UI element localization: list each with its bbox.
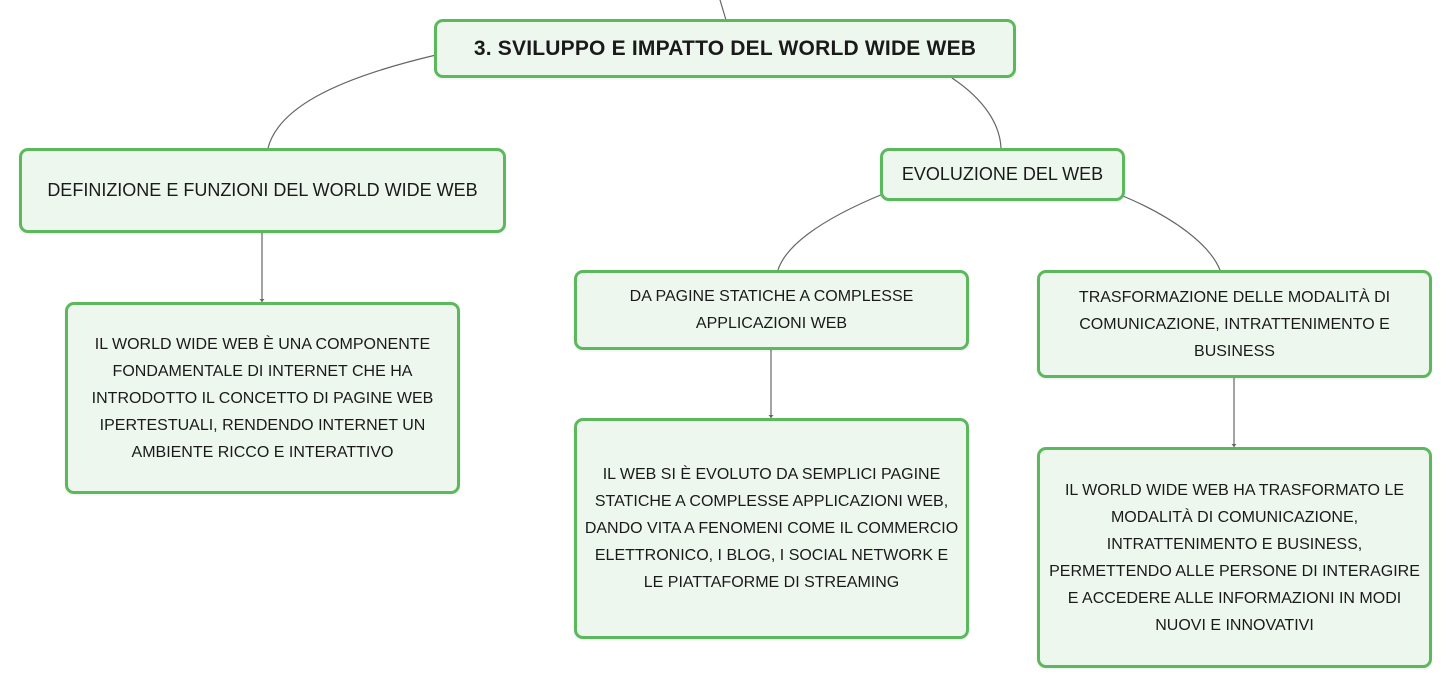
topic-trasformazione-detail[interactable]: IL WORLD WIDE WEB HA TRASFORMATO LE MODA…: [1037, 447, 1432, 668]
root-topic-label: 3. SVILUPPO E IMPATTO DEL WORLD WIDE WEB: [473, 36, 977, 60]
topic-trasformazione[interactable]: TRASFORMAZIONE DELLE MODALITÀ DI COMUNIC…: [1037, 270, 1432, 378]
connector-evoluzione-to-pagine: [777, 193, 884, 271]
arrowhead-trasformazione-detail: [1231, 444, 1237, 447]
topic-pagine-statiche-detail[interactable]: IL WEB SI È EVOLUTO DA SEMPLICI PAGINE S…: [574, 418, 969, 639]
topic-trasformazione-detail-label: IL WORLD WIDE WEB HA TRASFORMATO LE MODA…: [1049, 481, 1420, 634]
topic-evoluzione[interactable]: EVOLUZIONE DEL WEB: [880, 148, 1125, 201]
connector-root-to-definizione: [267, 54, 437, 149]
topic-definizione-label: DEFINIZIONE E FUNZIONI DEL WORLD WIDE WE…: [47, 180, 478, 200]
topic-pagine-statiche-label: DA PAGINE STATICHE A COMPLESSE APPLICAZI…: [629, 288, 914, 332]
topic-definizione[interactable]: DEFINIZIONE E FUNZIONI DEL WORLD WIDE WE…: [19, 148, 506, 233]
topic-definizione-detail[interactable]: IL WORLD WIDE WEB È UNA COMPONENTE FONDA…: [65, 302, 460, 494]
topic-evoluzione-label: EVOLUZIONE DEL WEB: [901, 164, 1104, 184]
topic-trasformazione-label: TRASFORMAZIONE DELLE MODALITÀ DI COMUNIC…: [1078, 288, 1391, 360]
arrowhead-pagine-detail: [768, 415, 774, 418]
root-topic[interactable]: 3. SVILUPPO E IMPATTO DEL WORLD WIDE WEB: [434, 19, 1016, 78]
connector-parent-to-root: [719, 0, 727, 21]
connector-root-to-evoluzione: [951, 77, 1002, 149]
topic-definizione-detail-label: IL WORLD WIDE WEB È UNA COMPONENTE FONDA…: [91, 335, 434, 461]
arrowhead-definizione-detail: [259, 299, 265, 302]
topic-pagine-statiche[interactable]: DA PAGINE STATICHE A COMPLESSE APPLICAZI…: [574, 270, 969, 350]
connector-evoluzione-to-trasformazione: [1122, 195, 1221, 271]
topic-pagine-statiche-detail-label: IL WEB SI È EVOLUTO DA SEMPLICI PAGINE S…: [584, 466, 959, 591]
